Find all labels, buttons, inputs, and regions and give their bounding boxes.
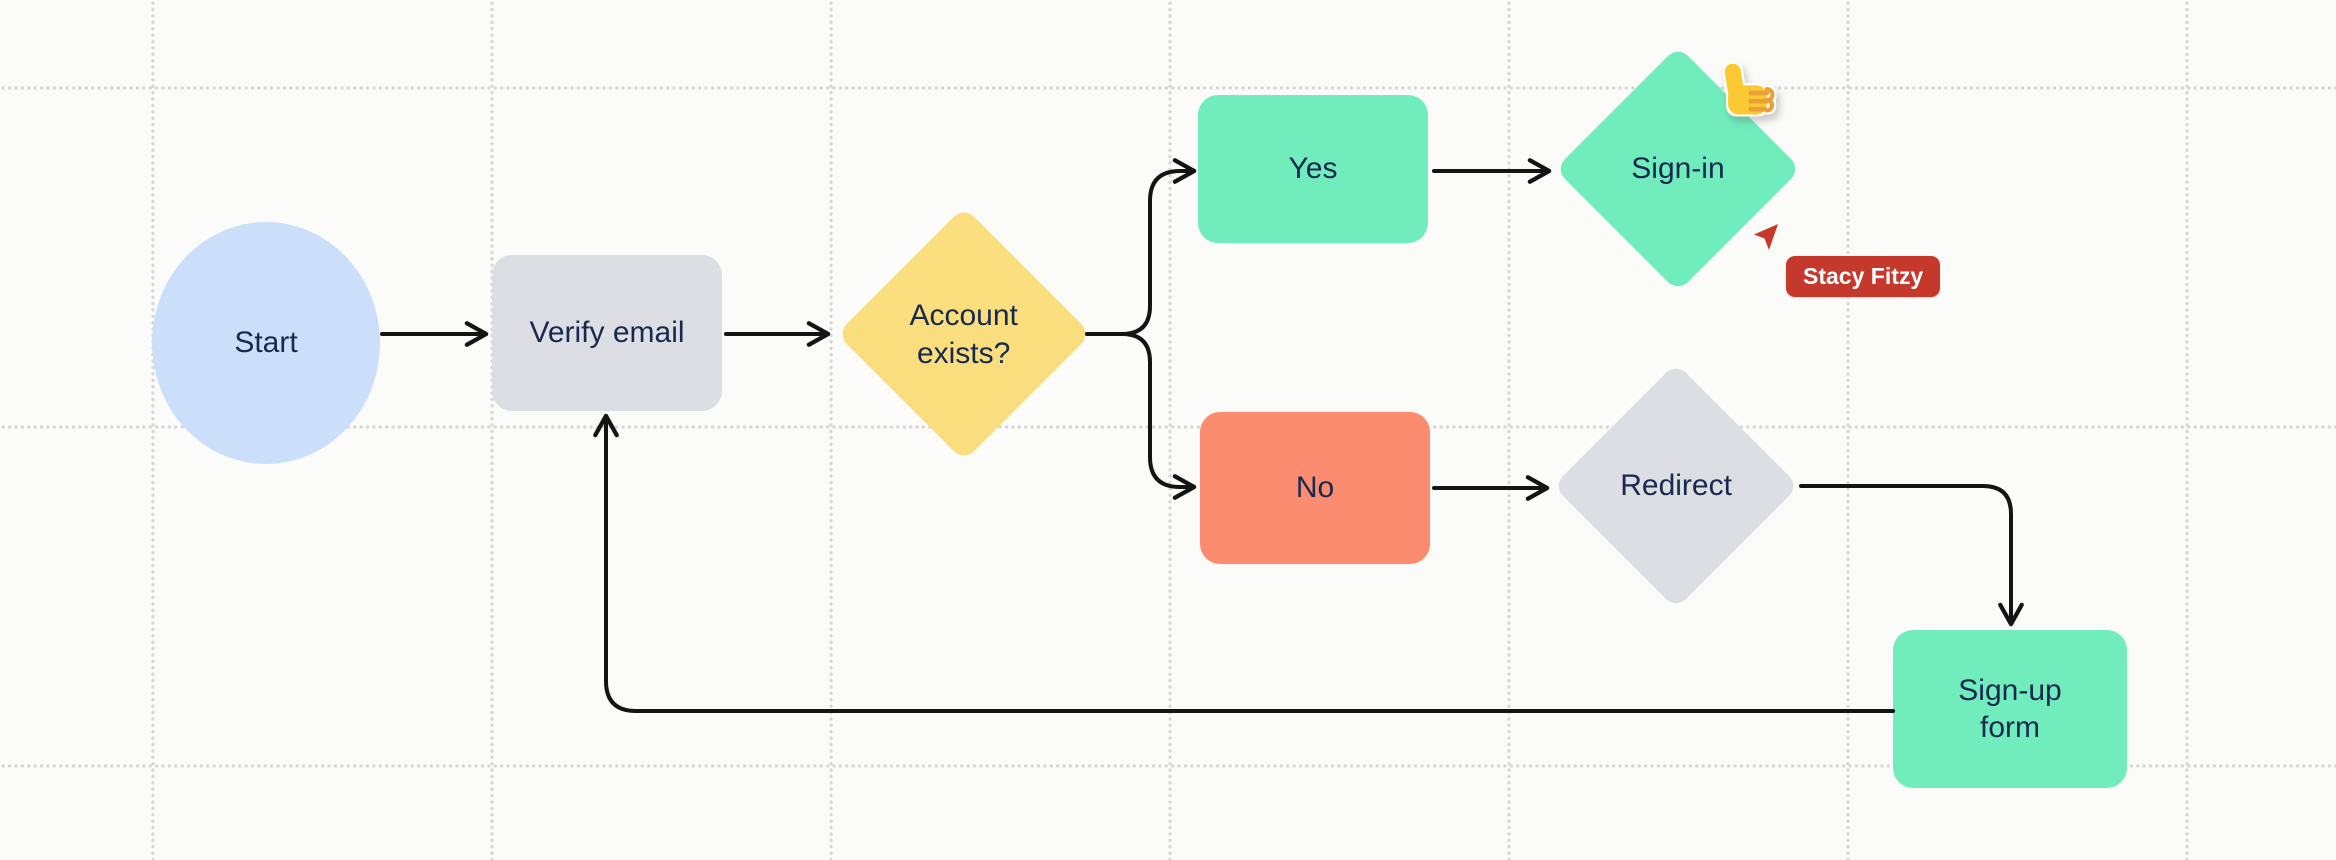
thumbs-up-icon — [1724, 63, 1775, 115]
edge-redirect-to-signup-form[interactable] — [1799, 484, 2024, 627]
node-verify-email[interactable]: Verify email — [492, 255, 722, 411]
edge-account-exists-to-yes[interactable] — [1085, 158, 1197, 336]
node-start-label: Start — [234, 326, 298, 360]
node-verify-email-label: Verify email — [529, 316, 685, 350]
edge-signup-form-to-verify-email[interactable] — [593, 413, 1895, 713]
node-redirect-label: Redirect — [1620, 469, 1732, 503]
node-account-exists[interactable]: Account exists? — [836, 206, 1092, 462]
cursor-pointer-icon — [1754, 224, 1778, 250]
node-signup-form[interactable]: Sign-up form — [1893, 630, 2127, 788]
node-redirect[interactable]: Redirect — [1552, 362, 1800, 610]
node-yes-label: Yes — [1288, 152, 1338, 186]
node-yes[interactable]: Yes — [1198, 95, 1428, 243]
edge-account-exists-to-no[interactable] — [1085, 332, 1197, 500]
node-signup-form-label: Sign-up form — [1958, 673, 2062, 745]
thumbs-up-sticker[interactable] — [1712, 56, 1780, 124]
node-no-label: No — [1295, 471, 1335, 505]
collaborator-name-badge: Stacy Fitzy — [1786, 256, 1941, 297]
node-account-exists-label: Account exists? — [909, 298, 1019, 370]
node-start[interactable]: Start — [152, 222, 380, 464]
node-no[interactable]: No — [1200, 412, 1430, 564]
collaborator-cursor: Stacy Fitzy — [1746, 220, 1941, 297]
node-sign-in-label: Sign-in — [1631, 152, 1725, 186]
